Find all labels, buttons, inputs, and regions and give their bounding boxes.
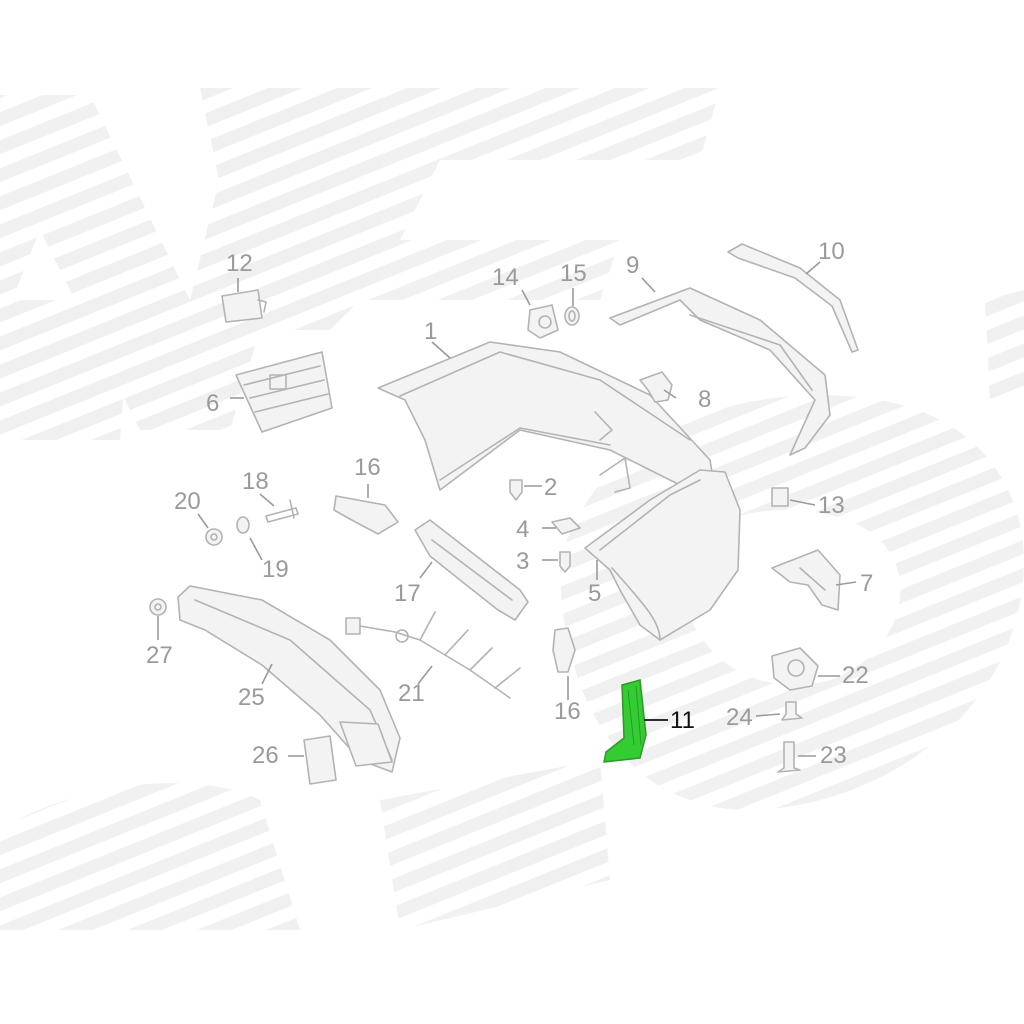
part-1-bumper-cover bbox=[377, 341, 716, 493]
part-7-bracket bbox=[771, 549, 841, 611]
callout-22[interactable]: 22 bbox=[842, 662, 869, 689]
part-10-trim-strip bbox=[727, 243, 859, 353]
callout-3[interactable]: 3 bbox=[516, 548, 530, 575]
callout-23[interactable]: 23 bbox=[820, 742, 847, 769]
part-5-lower-cover bbox=[584, 469, 741, 641]
callout-7[interactable]: 7 bbox=[860, 570, 874, 597]
callout-11[interactable]: 11 bbox=[670, 707, 695, 734]
callout-9[interactable]: 9 bbox=[626, 252, 640, 279]
part-15-ring bbox=[564, 306, 580, 326]
part-16-bracket-lower bbox=[552, 627, 576, 673]
callout-8[interactable]: 8 bbox=[698, 386, 712, 413]
part-2-screw bbox=[509, 479, 523, 501]
part-24-bolt bbox=[781, 701, 803, 721]
watermark bbox=[0, 88, 1024, 930]
part-25-reinforcement bbox=[177, 585, 401, 773]
callout-21[interactable]: 21 bbox=[398, 680, 425, 707]
callout-15[interactable]: 15 bbox=[560, 260, 587, 287]
callout-12[interactable]: 12 bbox=[226, 250, 253, 277]
callout-20[interactable]: 20 bbox=[174, 488, 201, 515]
callout-24[interactable]: 24 bbox=[726, 704, 753, 731]
part-9-trim-strip bbox=[609, 287, 831, 456]
callout-1[interactable]: 1 bbox=[424, 318, 438, 345]
part-22-housing bbox=[771, 647, 819, 691]
callout-19[interactable]: 19 bbox=[262, 556, 289, 583]
callout-18[interactable]: 18 bbox=[242, 468, 269, 495]
callout-17[interactable]: 17 bbox=[394, 580, 421, 607]
part-13-cap bbox=[771, 487, 789, 507]
part-19-washer bbox=[236, 516, 250, 534]
part-8-bracket bbox=[639, 371, 673, 403]
part-23-bolt bbox=[777, 741, 801, 773]
part-14-sensor-housing bbox=[527, 304, 559, 339]
callout-16-lower[interactable]: 16 bbox=[554, 698, 581, 725]
leader-lines bbox=[157, 261, 857, 757]
callout-13[interactable]: 13 bbox=[818, 492, 845, 519]
part-20-nut bbox=[205, 528, 223, 546]
part-17-absorber bbox=[414, 519, 529, 621]
part-16-bracket-upper bbox=[333, 495, 399, 535]
callout-16-upper[interactable]: 16 bbox=[354, 454, 381, 481]
callout-2[interactable]: 2 bbox=[544, 474, 558, 501]
part-18-pin bbox=[265, 499, 299, 523]
callout-5[interactable]: 5 bbox=[588, 580, 602, 607]
part-12-panel bbox=[221, 289, 267, 323]
part-4-clip bbox=[551, 517, 581, 535]
callout-25[interactable]: 25 bbox=[238, 684, 265, 711]
callout-14[interactable]: 14 bbox=[492, 264, 519, 291]
callout-4[interactable]: 4 bbox=[516, 516, 530, 543]
callout-6[interactable]: 6 bbox=[206, 390, 220, 417]
callout-10[interactable]: 10 bbox=[818, 238, 845, 265]
part-21-wiring-harness bbox=[345, 611, 521, 699]
callout-26[interactable]: 26 bbox=[252, 742, 279, 769]
callout-27[interactable]: 27 bbox=[146, 642, 173, 669]
part-27-nut bbox=[149, 598, 167, 616]
part-11-highlighted-bracket bbox=[603, 679, 647, 763]
part-3-screw bbox=[559, 551, 571, 573]
part-6-insert bbox=[235, 351, 333, 433]
part-26-plate bbox=[303, 735, 337, 785]
